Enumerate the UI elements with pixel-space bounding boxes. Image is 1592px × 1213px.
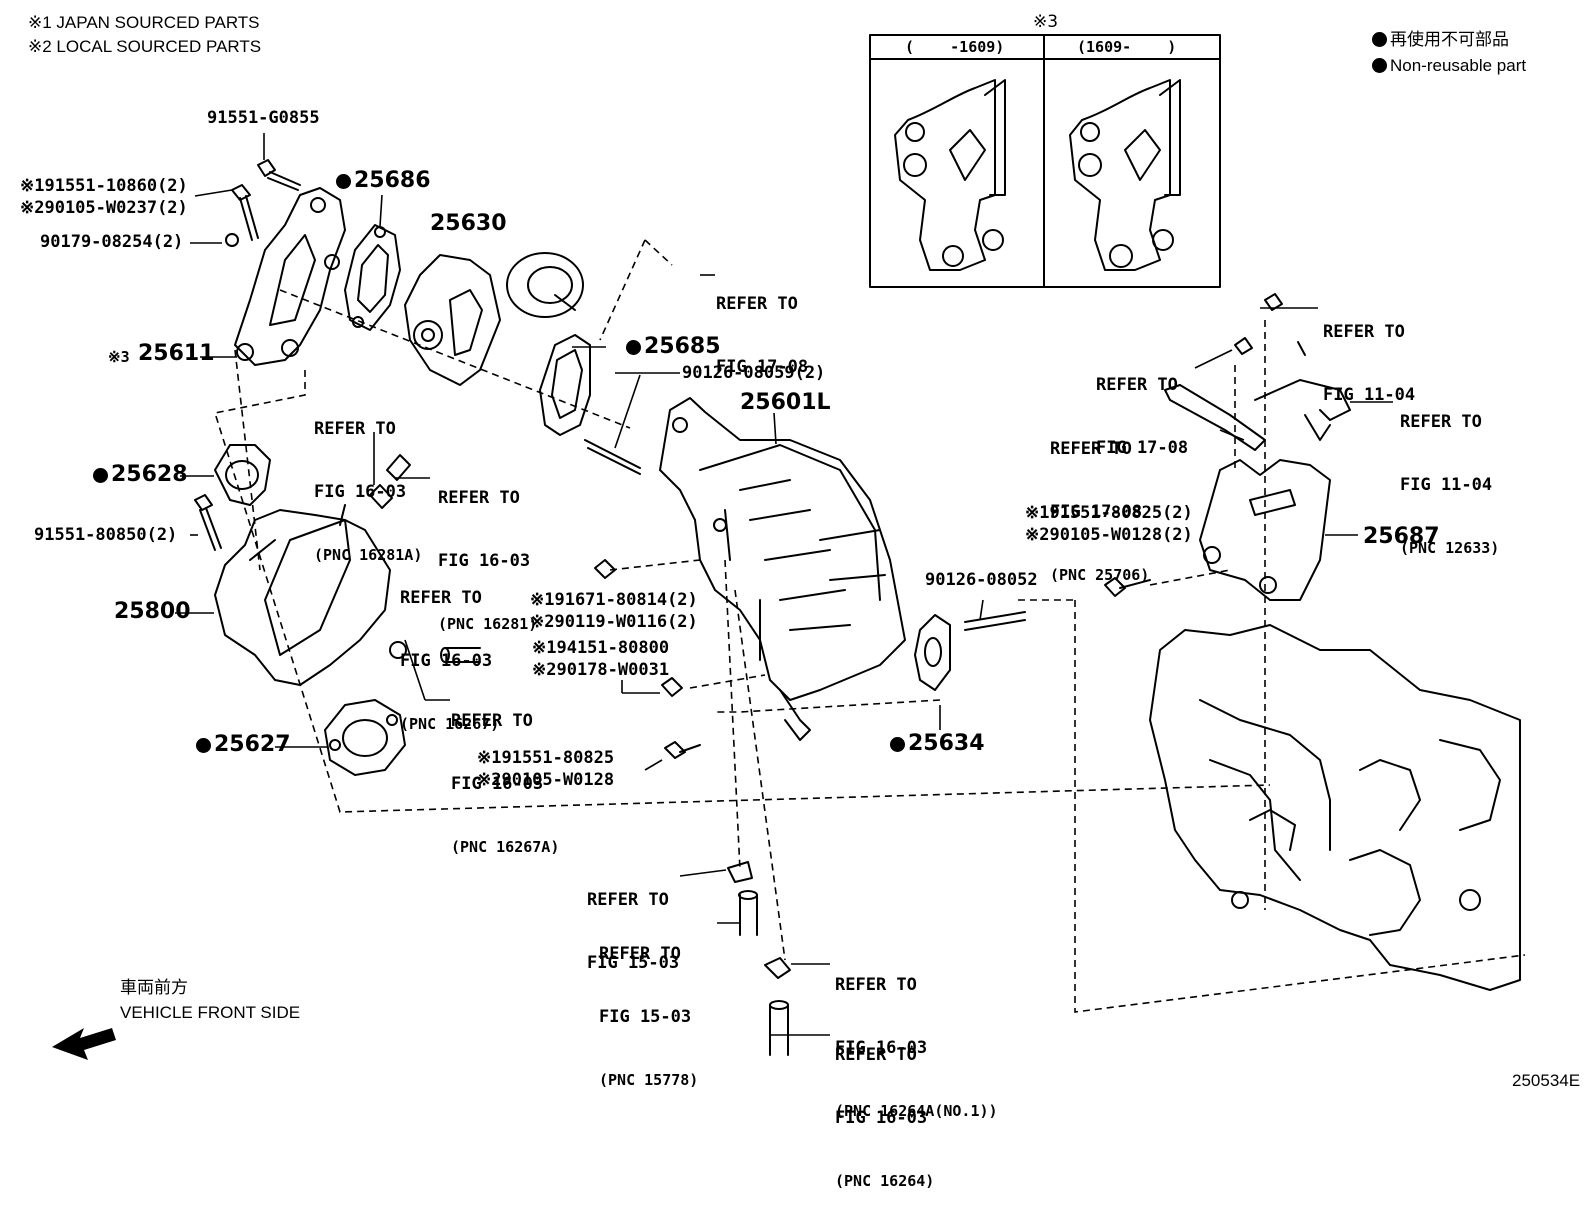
part-25601L: 25601L <box>740 390 831 415</box>
assembly-lines <box>213 239 1526 1013</box>
inset-right-header: (1609- ) <box>1077 38 1177 56</box>
bolts-top-left <box>225 159 301 247</box>
refer-fig-15-03-15778: REFER TO FIG 15-03 (PNC 15778) <box>599 944 699 1089</box>
inset-box <box>869 34 1221 288</box>
gasket-25627 <box>324 699 406 776</box>
non-reusable-dot-icon <box>890 737 905 752</box>
refer-fig-15-03-a: REFER TO FIG 15-03 <box>587 890 680 973</box>
refer-fig-11-04-a: REFER TO FIG 11-04 <box>1323 322 1416 405</box>
flange-25611 <box>234 187 346 366</box>
valve-25630 <box>404 252 584 386</box>
part-91671-80814: ※191671-80814(2) <box>530 590 698 610</box>
refer-fig-17-08-a: REFER TO FIG 17-08 <box>716 294 809 377</box>
gasket-25686 <box>344 224 401 331</box>
non-reusable-dot-icon <box>93 468 108 483</box>
refer-fig-17-08-b: REFER TO FIG 17-08 <box>1096 375 1189 458</box>
intake-25800 <box>194 494 391 686</box>
part-90126-08059: 90126-08059(2) <box>682 363 826 383</box>
hoses-lower <box>727 861 791 1056</box>
refer-fig-16-03-16267a: REFER TO FIG 16-03 (PNC 16267A) <box>451 711 560 856</box>
part-90119-W0116: ※290119-W0116(2) <box>530 612 698 632</box>
legend-en: Non-reusable part <box>1372 57 1526 74</box>
bracket-25687 <box>1104 459 1331 601</box>
refer-fig-16-03-16281: REFER TO FIG 16-03 (PNC 16281) <box>438 488 538 633</box>
refer-fig-17-08-25706: REFER TO FIG 17-08 (PNC 25706) <box>1050 439 1150 584</box>
part-25800: 25800 <box>114 599 191 624</box>
non-reusable-dot-icon <box>336 174 351 189</box>
part-25628: 25628 <box>93 464 188 486</box>
refer-fig-11-04-12633: REFER TO FIG 11-04 (PNC 12633) <box>1400 412 1500 557</box>
part-91551-80825: ※191551-80825 <box>477 748 615 768</box>
inset-mark: ※3 <box>1033 12 1059 32</box>
egr-cooler-25601L <box>659 397 906 741</box>
part-90105-W0237: ※290105-W0237(2) <box>20 198 188 218</box>
part-25611: 25611 <box>138 341 215 366</box>
inset-left-header: ( -1609) <box>905 38 1005 56</box>
part-90178-W0031: ※290178-W0031 <box>532 660 670 680</box>
refer-fig-16-03-16264: REFER TO FIG 16-03 (PNC 16264) <box>835 1045 935 1190</box>
part-90126-08052: 90126-08052 <box>925 570 1038 590</box>
note-japan-sourced: ※1 JAPAN SOURCED PARTS <box>28 13 260 32</box>
leader-lines <box>175 133 1393 1036</box>
part-90179-08254: 90179-08254(2) <box>40 232 184 252</box>
note-local-sourced: ※2 LOCAL SOURCED PARTS <box>28 37 262 56</box>
part-25634: 25634 <box>890 733 985 755</box>
part-25611-mark: ※3 <box>108 348 130 366</box>
part-94151-80800: ※194151-80800 <box>532 638 670 658</box>
part-91551-G0855: 91551-G0855 <box>207 108 320 128</box>
engine-block <box>1149 624 1521 991</box>
non-reusable-dot-icon <box>196 738 211 753</box>
part-25685: 25685 <box>626 336 721 358</box>
gasket-25628 <box>214 444 271 506</box>
vehicle-front-jp: 車両前方 <box>120 978 188 998</box>
non-reusable-dot-icon <box>1372 32 1387 47</box>
front-arrow <box>52 1028 116 1060</box>
gasket-25634 <box>914 611 1026 691</box>
part-91551-80850: 91551-80850(2) <box>34 525 178 545</box>
vehicle-front-en: VEHICLE FRONT SIDE <box>120 1003 301 1022</box>
hoses-mid-left <box>369 454 481 663</box>
part-90105-W0128: ※290105-W0128 <box>477 770 615 790</box>
part-91551-80825-2: ※191551-80825(2) <box>1025 503 1193 523</box>
refer-fig-16-03-16281a: REFER TO FIG 16-03 (PNC 16281A) <box>314 419 423 564</box>
part-91551-10860: ※191551-10860(2) <box>20 176 188 196</box>
parts-diagram <box>52 34 1526 1060</box>
stud-90126-08059 <box>584 439 641 475</box>
part-25686: 25686 <box>336 170 431 192</box>
gasket-25685 <box>539 334 591 436</box>
part-25687: 25687 <box>1363 524 1440 549</box>
non-reusable-dot-icon <box>626 340 641 355</box>
non-reusable-dot-icon <box>1372 58 1387 73</box>
legend-jp: 再使用不可部品 <box>1372 31 1509 49</box>
refer-fig-16-03-16267: REFER TO FIG 16-03 (PNC 16267) <box>400 588 500 733</box>
drawing-number: 250534E <box>1512 1071 1581 1090</box>
brackets-upper-right <box>1164 293 1351 451</box>
part-25630: 25630 <box>430 211 507 236</box>
part-25627: 25627 <box>196 734 291 756</box>
part-90105-W0128-2: ※290105-W0128(2) <box>1025 525 1193 545</box>
